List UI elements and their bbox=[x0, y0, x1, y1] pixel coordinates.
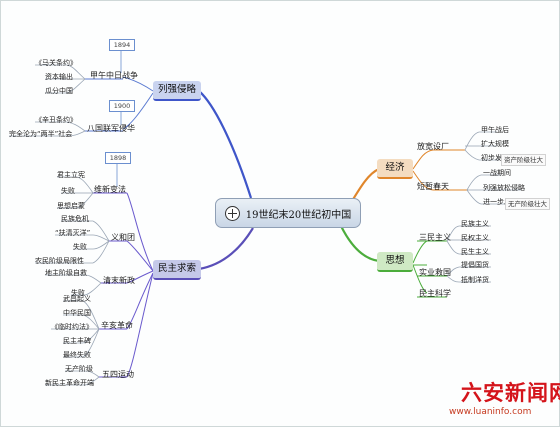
node-democracy-and-science[interactable]: 民主科学 bbox=[419, 289, 451, 298]
watermark-logo: 六安新闻网 bbox=[461, 381, 560, 405]
node-sino-japanese-war[interactable]: 甲午中日战争 bbox=[90, 71, 138, 80]
leaf-proletariat[interactable]: 无产阶级 bbox=[65, 365, 93, 373]
leaf-nationalism[interactable]: 民族主义 bbox=[461, 220, 489, 228]
year-box-1898: 1898 bbox=[105, 152, 131, 164]
node-hundred-days-reform[interactable]: 维新变法 bbox=[94, 185, 126, 194]
node-late-qing-reform[interactable]: 清末新政 bbox=[103, 276, 135, 285]
node-brief-spring[interactable]: 短暂春天 bbox=[417, 182, 449, 191]
leaf-capital-export[interactable]: 资本输出 bbox=[45, 73, 73, 81]
leaf-republic-of-china[interactable]: 中华民国 bbox=[63, 309, 91, 317]
leaf-carve-up-china[interactable]: 瓜分中国 bbox=[45, 87, 73, 95]
leaf-reform-failure[interactable]: 失败 bbox=[61, 187, 75, 195]
leaf-wuchang-uprising[interactable]: 武昌起义 bbox=[63, 295, 91, 303]
note-bourgeoisie-grows-1: 资产阶级壮大 bbox=[501, 154, 546, 166]
leaf-newpolicy-failure[interactable]: 失败 bbox=[71, 289, 85, 297]
branch-economy[interactable]: 经济 bbox=[377, 159, 413, 179]
leaf-after-sino-japanese-war[interactable]: 甲午战后 bbox=[481, 126, 509, 134]
leaf-provisional-constitution[interactable]: 《临时约法》 bbox=[51, 323, 93, 331]
node-three-principles[interactable]: 三民主义 bbox=[419, 233, 451, 242]
leaf-democracy-principle[interactable]: 民权主义 bbox=[461, 234, 489, 242]
node-relaxed-factory-policy[interactable]: 放宽设厂 bbox=[417, 142, 449, 151]
node-boxer-movement[interactable]: 义和团 bbox=[111, 233, 135, 242]
leaf-powers-ease-aggression[interactable]: 列强放松侵略 bbox=[483, 184, 525, 192]
leaf-boxer-failure[interactable]: 失败 bbox=[73, 243, 87, 251]
leaf-initial-development[interactable]: 初步发展 bbox=[481, 154, 509, 162]
leaf-xinhai-final-failure[interactable]: 最终失败 bbox=[63, 351, 91, 359]
leaf-landlord-self-rescue[interactable]: 地主阶级自救 bbox=[45, 269, 87, 277]
leaf-new-democratic-revolution[interactable]: 新民主革命开端 bbox=[45, 379, 94, 387]
branch-imperialist-aggression[interactable]: 列强侵略 bbox=[153, 81, 201, 101]
leaf-further-development[interactable]: 进一步发展 bbox=[483, 198, 518, 206]
leaf-enlightenment[interactable]: 思想启蒙 bbox=[57, 202, 85, 210]
leaf-support-qing-slogan[interactable]: “扶清灭洋” bbox=[55, 229, 91, 237]
central-topic-label: 19世纪末20世纪初中国 bbox=[245, 209, 352, 221]
branch-thought[interactable]: 思想 bbox=[377, 252, 413, 272]
leaf-boxer-protocol[interactable]: 《辛丑条约》 bbox=[35, 116, 77, 124]
year-box-1894: 1894 bbox=[109, 39, 135, 51]
leaf-expand-scale[interactable]: 扩大规模 bbox=[481, 140, 509, 148]
leaf-world-war-one[interactable]: 一战期间 bbox=[483, 169, 511, 177]
leaf-national-crisis[interactable]: 民族危机 bbox=[61, 215, 89, 223]
node-xinhai-revolution[interactable]: 辛亥革命 bbox=[101, 321, 133, 330]
leaf-livelihood[interactable]: 民生主义 bbox=[461, 248, 489, 256]
branch-democracy-quest[interactable]: 民主求索 bbox=[153, 260, 201, 280]
year-box-1900: 1900 bbox=[109, 100, 135, 112]
watermark-url: www.luaninfo.com bbox=[449, 407, 532, 417]
note-proletariat-grows: 无产阶级壮大 bbox=[505, 198, 550, 210]
leaf-semi-colonial-society[interactable]: 完全沦为“两半”社会 bbox=[9, 130, 73, 138]
leaf-democracy-monument[interactable]: 民主丰碑 bbox=[63, 337, 91, 345]
node-may-fourth-movement[interactable]: 五四运动 bbox=[102, 370, 134, 379]
expand-plus-icon[interactable] bbox=[224, 205, 240, 221]
node-industry-save-nation[interactable]: 实业救国 bbox=[419, 268, 451, 277]
leaf-promote-domestic-goods[interactable]: 提倡国货 bbox=[461, 261, 489, 269]
leaf-treaty-shimonoseki[interactable]: 《马关条约》 bbox=[35, 59, 77, 67]
leaf-constitutional-monarchy[interactable]: 君主立宪 bbox=[57, 171, 85, 179]
central-topic[interactable]: 19世纪末20世纪初中国 bbox=[215, 198, 361, 228]
leaf-peasant-limitation[interactable]: 农民阶级局限性 bbox=[35, 257, 84, 265]
leaf-boycott-foreign-goods[interactable]: 抵制洋货 bbox=[461, 276, 489, 284]
node-eight-nation-alliance[interactable]: 八国联军侵华 bbox=[87, 124, 135, 133]
